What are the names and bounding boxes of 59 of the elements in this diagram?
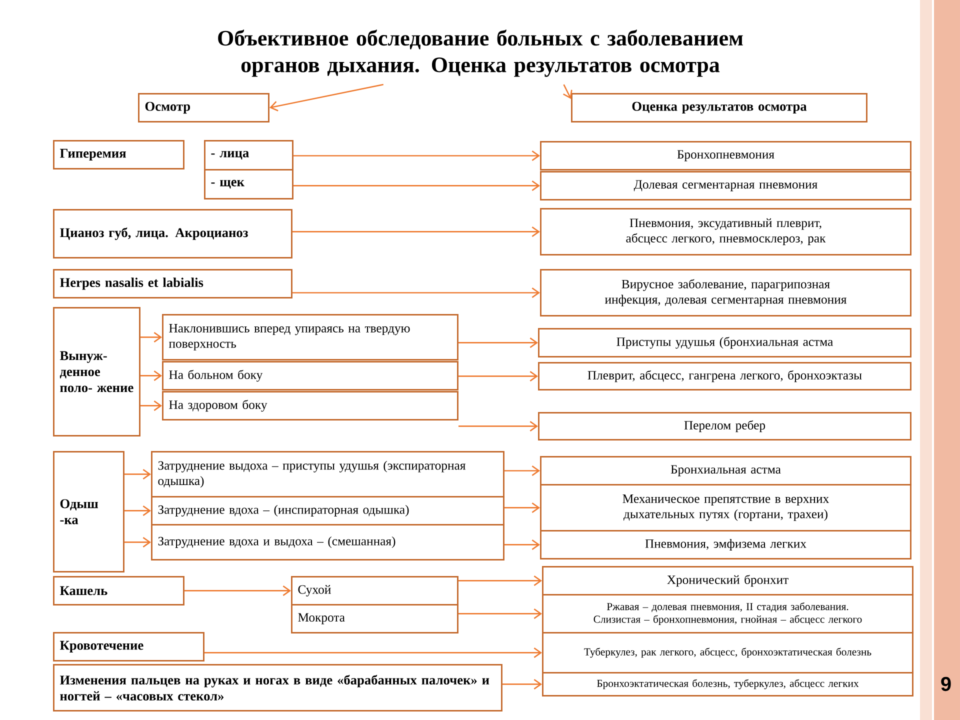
finding-box: Наклонившись вперед упираясь на твердую поверхность xyxy=(162,314,458,360)
finding-box: - щек xyxy=(204,169,294,200)
finding-box: Сухой xyxy=(291,576,458,606)
arrow xyxy=(140,332,162,342)
arrow xyxy=(124,537,151,548)
finding-box: На больном боку xyxy=(162,361,458,390)
diagnosis-box: Бронхопневмония xyxy=(540,141,912,170)
diagnosis-box: Бронхиальная астма xyxy=(540,456,912,486)
finding-box: Цианоз губ, лица. Акроцианоз xyxy=(53,209,292,258)
arrow xyxy=(458,576,542,586)
finding-box: Кашель xyxy=(53,576,184,606)
finding-box: Затруднение вдоха – (инспираторная одышка) xyxy=(151,496,504,526)
arrow xyxy=(124,469,151,480)
finding-box: На здоровом боку xyxy=(162,391,458,420)
arrow xyxy=(184,586,291,596)
finding-box: Herpes nasalis et labialis xyxy=(53,269,292,298)
title-text: Объективное обследование больных с заболеванием органов дыхания. Оценка результатов осмотра xyxy=(218,30,743,77)
arrow xyxy=(293,180,540,191)
diagnosis-box: Долевая сегментарная пневмония xyxy=(540,171,912,200)
arrow xyxy=(458,371,538,382)
arrow xyxy=(204,648,542,658)
arrow xyxy=(458,338,538,348)
arrow xyxy=(458,608,542,619)
diagnosis-box: Приступы удушья (бронхиальная астма xyxy=(538,328,912,358)
finding-box: Кровотечение xyxy=(53,632,204,662)
arrow xyxy=(502,679,542,690)
diagnosis-box: Бронхоэктатическая болезнь, туберкулез, абсцесс легких xyxy=(542,672,914,696)
finding-box: Изменения пальцев на руках и ногах в виде «барабанных палочек» и ногтей – «часовых стекол» xyxy=(53,664,502,712)
arrow xyxy=(504,466,540,476)
arrow xyxy=(140,400,162,411)
diagnosis-box: Механическое препятствие в верхних дыхательных путях (гортани, трахеи) xyxy=(540,484,912,532)
finding-box: - лица xyxy=(204,140,294,170)
arrow xyxy=(140,370,162,381)
page-number: 9 xyxy=(941,676,951,692)
finding-box: Мокрота xyxy=(291,604,458,634)
diagnosis-box: Вирусное заболевание, парагрипозная инфекция, долевая сегментарная пневмония xyxy=(540,269,912,316)
arrow xyxy=(292,288,540,298)
finding-box: Осмотр xyxy=(138,93,270,122)
diagnosis-box: Пневмония, эмфизема легких xyxy=(540,530,912,560)
finding-box: Затруднение вдоха и выдоха – (смешанная) xyxy=(151,524,504,560)
arrow xyxy=(124,506,151,516)
diagnosis-box: Хронический бронхит xyxy=(542,566,914,596)
arrow xyxy=(292,226,540,237)
arrow xyxy=(563,84,572,99)
finding-box: Вынуж- денное поло- жение xyxy=(53,307,140,436)
diagnosis-box: Плеврит, абсцесс, гангрена легкого, бронхоэктазы xyxy=(538,362,912,390)
arrow xyxy=(458,421,538,432)
finding-box: Оценка результатов осмотра xyxy=(571,93,868,122)
finding-box: Гиперемия xyxy=(53,140,184,170)
diagnosis-box: Пневмония, эксудативный плеврит, абсцесс легкого, пневмосклероз, рак xyxy=(540,208,912,256)
arrow xyxy=(269,84,384,112)
diagnosis-box: Туберкулез, рак легкого, абсцесс, бронхоэктатическая болезнь xyxy=(542,632,914,674)
finding-box: Одыш -ка xyxy=(53,451,124,572)
diagnosis-box: Ржавая – долевая пневмония, II стадия заболевания. Слизистая – бронхопневмония, гнойная – абсцесс легкого xyxy=(542,594,914,634)
arrow xyxy=(504,540,540,550)
finding-box: Затруднение выдоха – приступы удушья (экспираторная одышка) xyxy=(151,451,504,498)
arrow xyxy=(504,502,540,513)
arrow xyxy=(293,150,540,161)
diagnosis-box: Перелом ребер xyxy=(538,412,912,440)
